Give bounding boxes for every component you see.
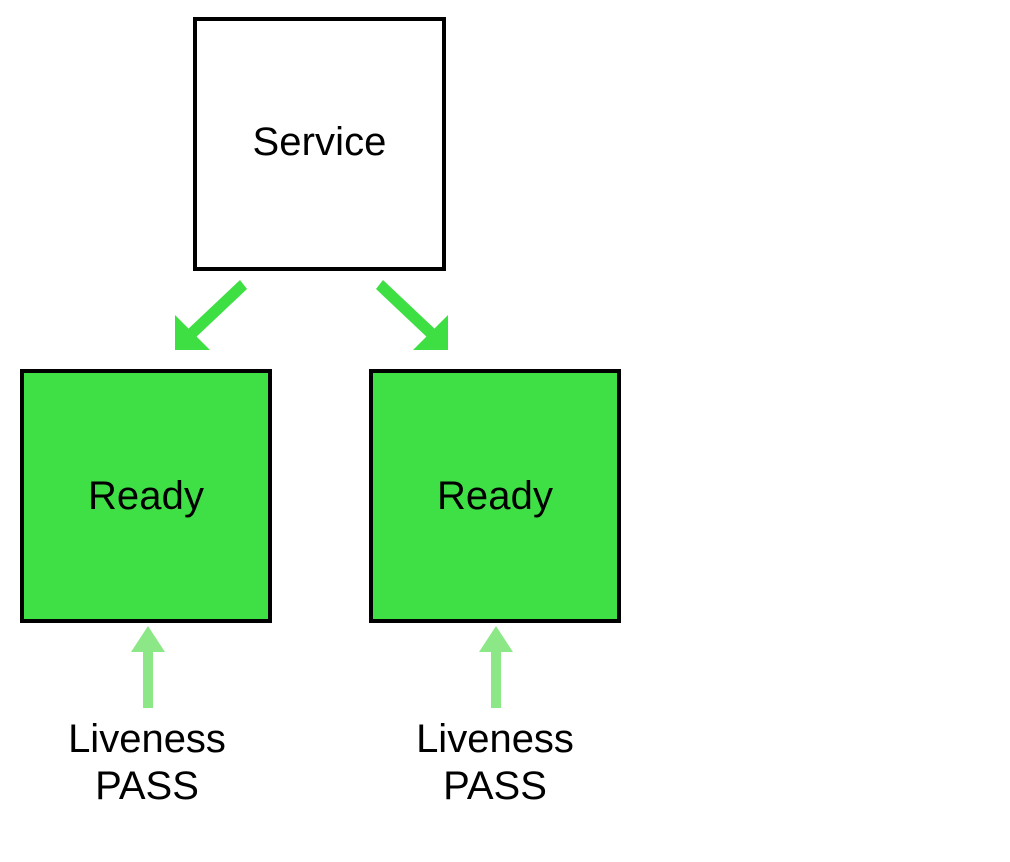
liveness-probe-1-name: Liveness bbox=[68, 717, 226, 761]
liveness-probe-2-result: PASS bbox=[443, 764, 547, 808]
service-node[interactable]: Service bbox=[193, 17, 446, 271]
pod-node-2[interactable]: Ready bbox=[369, 369, 621, 623]
pod-node-1[interactable]: Ready bbox=[20, 369, 272, 623]
liveness-probe-1-caption: Liveness PASS bbox=[0, 716, 297, 810]
pod-node-1-status-label: Ready bbox=[87, 474, 205, 518]
edge-service-to-pod-2-arrow bbox=[376, 280, 448, 350]
service-node-label: Service bbox=[252, 120, 387, 164]
liveness-probe-2-name: Liveness bbox=[416, 717, 574, 761]
liveness-probe-2-arrow bbox=[479, 626, 513, 708]
liveness-probe-1-result: PASS bbox=[95, 764, 199, 808]
edge-service-to-pod-1-arrow bbox=[175, 280, 247, 350]
liveness-probe-2-caption: Liveness PASS bbox=[345, 716, 645, 810]
pod-node-2-status-label: Ready bbox=[436, 474, 554, 518]
liveness-probe-1-arrow bbox=[131, 626, 165, 708]
